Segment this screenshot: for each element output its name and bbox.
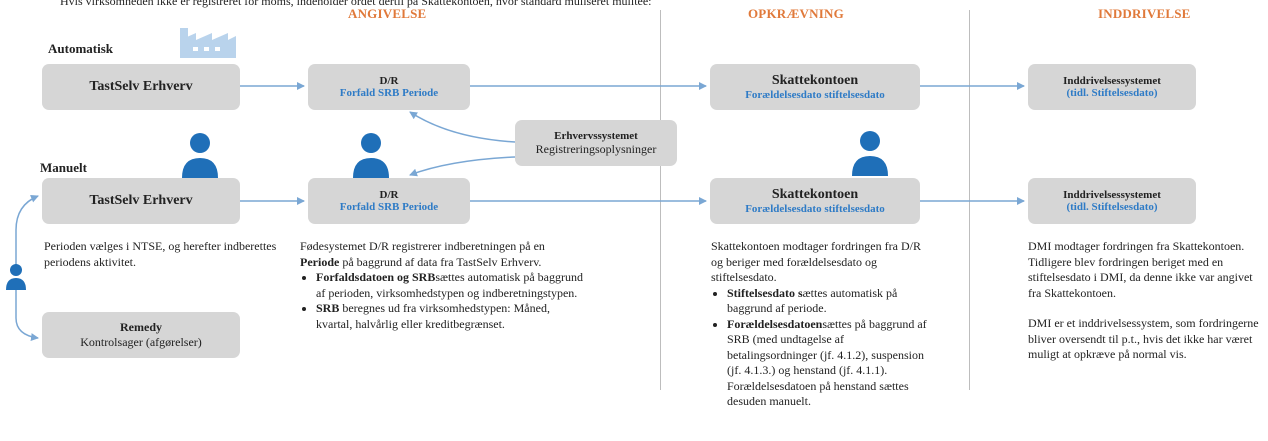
text-bold: Forældelsesdatoen: [727, 316, 823, 331]
description-tastselv: Perioden vælges i NTSE, og herefter indb…: [44, 239, 277, 269]
text: på baggrund af data fra TastSelv Erhverv…: [339, 254, 542, 269]
list-item: Stiftelsesdato sættes automatisk på bagg…: [727, 286, 933, 317]
list-item: Forfaldsdatoen og SRBsættes automatisk p…: [316, 270, 585, 301]
box-inddrivelse-manual: Inddrivelsessystemet (tidl. Stiftelsesda…: [1028, 178, 1196, 224]
box-remedy: Remedy Kontrolsager (afgørelser): [42, 312, 240, 358]
box-title: TastSelv Erhverv: [89, 193, 193, 208]
box-dr-automatic: D/R Forfald SRB Periode: [308, 64, 470, 110]
box-subtitle: Forældelsesdato stiftelsesdato: [745, 203, 885, 215]
box-tastselv-automatic: TastSelv Erhverv: [42, 64, 240, 110]
box-skattekontoen-automatic: Skattekontoen Forældelsesdato stiftelses…: [710, 64, 920, 110]
bullet-list: Forfaldsdatoen og SRBsættes automatisk p…: [300, 270, 585, 332]
box-subtitle: Forældelsesdato stiftelsesdato: [745, 89, 885, 101]
factory-icon: [180, 28, 236, 58]
text-bold: Forfaldsdatoen og SRB: [316, 270, 436, 284]
box-title: Erhvervssystemet: [554, 129, 638, 142]
box-title: Remedy: [120, 320, 162, 334]
box-dr-manual: D/R Forfald SRB Periode: [308, 178, 470, 224]
column-divider: [969, 10, 970, 390]
arrow-erhverv-to-dr-manual: [409, 156, 516, 177]
person-icon: [353, 133, 389, 178]
column-header-opkraevning: OPKRÆVNING: [748, 6, 844, 21]
person-icon: [182, 133, 218, 178]
box-title: D/R: [379, 189, 399, 201]
box-skattekontoen-manual: Skattekontoen Forældelsesdato stiftelses…: [710, 178, 920, 224]
description-dr: Fødesystemet D/R registrerer indberetnin…: [300, 239, 585, 332]
bullet-list: Stiftelsesdato sættes automatisk på bagg…: [711, 286, 933, 410]
box-inddrivelse-automatic: Inddrivelsessystemet (tidl. Stiftelsesda…: [1028, 64, 1196, 110]
box-title: Inddrivelsessystemet: [1063, 75, 1161, 87]
text: sættes automatisk på baggrund af periode…: [316, 270, 583, 300]
arrow-person-to-remedy: [15, 290, 39, 342]
text-bold: Periode: [300, 254, 340, 269]
text: sættes på baggrund af SRB (med undtagels…: [727, 316, 927, 409]
column-divider: [660, 10, 661, 390]
description-intro: Skattekontoen modtager fordringen fra D/…: [711, 239, 921, 284]
box-subtitle: Kontrolsager (afgørelser): [80, 335, 202, 349]
description-inddrivelse: DMI modtager fordringen fra Skattekontoe…: [1028, 239, 1264, 363]
text-bold: SRB: [316, 301, 340, 315]
description-intro: Fødesystemet D/R registrerer indberetnin…: [300, 239, 585, 270]
person-icon: [6, 264, 26, 290]
box-title: TastSelv Erhverv: [89, 79, 193, 94]
box-title: Skattekontoen: [771, 73, 859, 88]
box-title: Inddrivelsessystemet: [1063, 189, 1161, 201]
box-tastselv-manual: TastSelv Erhverv: [42, 178, 240, 224]
top-clipped-text: Hvis virksomheden ikke er registreret fo…: [60, 0, 652, 8]
column-header-angivelse: ANGIVELSE: [348, 6, 427, 21]
column-header-inddrivelse: INDDRIVELSE: [1098, 6, 1191, 21]
box-subtitle: Forfald SRB Periode: [339, 201, 439, 213]
box-erhvervssystemet: Erhvervssystemet Registreringsoplysninge…: [515, 120, 677, 166]
lane-label-automatic: Automatisk: [48, 41, 114, 56]
text: Fødesystemet D/R registrerer indberetnin…: [300, 239, 545, 253]
box-title: Skattekontoen: [771, 187, 859, 202]
list-item: SRB beregnes ud fra virksomhedstypen: Må…: [316, 301, 585, 332]
box-subtitle: (tidl. Stiftelsesdato): [1066, 201, 1158, 213]
text: beregnes ud fra virksomhedstypen: Måned,…: [316, 301, 550, 331]
description-skattekontoen: Skattekontoen modtager fordringen fra D/…: [711, 239, 933, 410]
text: ættes automatisk på baggrund af periode.: [727, 285, 898, 316]
lane-label-manual: Manuelt: [40, 160, 87, 175]
paragraph: DMI modtager fordringen fra Skattekontoe…: [1028, 239, 1253, 300]
paragraph: DMI er et inddrivelsessystem, som fordri…: [1028, 316, 1259, 361]
person-icon: [852, 131, 888, 176]
box-subtitle: (tidl. Stiftelsesdato): [1066, 87, 1158, 99]
text-bold: Stiftelsesdato s: [727, 285, 803, 300]
box-subtitle: Registreringsoplysninger: [535, 141, 657, 156]
arrow-person-to-tastselv: [15, 194, 39, 268]
box-title: D/R: [379, 75, 399, 87]
list-item: Forældelsesdatoensættes på baggrund af S…: [727, 317, 933, 410]
arrow-erhverv-to-dr-auto: [409, 111, 516, 143]
box-subtitle: Forfald SRB Periode: [339, 87, 439, 99]
